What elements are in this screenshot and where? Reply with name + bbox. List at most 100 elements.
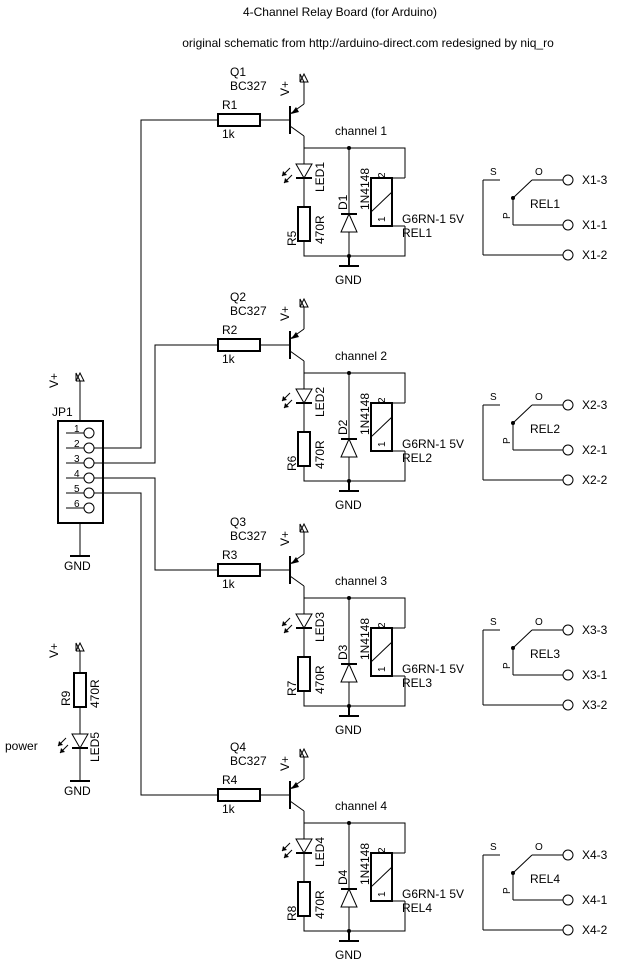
ground-label: GND [335,498,362,512]
power-resistor-value: 470R [88,679,102,708]
base-resistor [217,563,261,577]
power-ground-label: GND [64,784,91,798]
terminal-icon [562,174,574,186]
diode-type: 1N4148 [358,843,372,885]
terminal-icon [562,219,574,231]
base-resistor-name: R4 [222,773,238,787]
base-resistor-name: R2 [222,323,238,337]
relay-name: REL4 [402,901,432,915]
channel-led-icon [295,163,313,180]
channel-led-icon [295,388,313,405]
contact-label: REL1 [530,197,560,211]
terminal-icon [562,924,574,936]
pnp-transistor-icon [289,532,305,598]
power-resistor [73,672,87,708]
supply-symbol [299,522,309,533]
relay-name: REL1 [402,226,432,240]
led-resistor [297,431,311,467]
pin-number: 3 [74,454,80,465]
terminal-icon [562,894,574,906]
channel-led-icon [295,838,313,855]
channel-label: channel 1 [335,124,387,138]
pnp-transistor-icon [289,757,305,823]
contact-s: S [490,392,497,403]
led-resistor-name: R7 [285,680,299,696]
contact-label: REL2 [530,422,560,436]
supply-symbol [299,72,309,83]
contact-o: O [535,842,543,853]
diode-name: D2 [336,419,350,435]
relay-contact [482,179,563,256]
ground-label: GND [335,948,362,962]
contact-o: O [535,617,543,628]
terminal-icon [562,849,574,861]
transistor-supply-label: V+ [278,81,292,96]
coil-pin-bottom: 1 [377,441,388,447]
channel-4: Q4 BC327 V+ R4 1k channel 4 LED4 R8 4 [217,740,608,962]
diode-type: 1N4148 [358,393,372,435]
supply-symbol [299,747,309,758]
base-resistor-value: 1k [222,802,236,816]
contact-p: P [502,662,513,669]
flyback-diode-icon [340,437,358,458]
base-resistor [217,113,261,127]
relay-type: G6RN-1 5V [402,662,464,676]
base-resistor-value: 1k [222,127,236,141]
transistor-name: Q2 [230,290,246,304]
control-wires [94,119,218,796]
relay-contact [482,629,563,706]
pin-number: 2 [74,439,80,450]
terminal-label: X3-2 [582,698,608,712]
schematic-subtitle: original schematic from http://arduino-d… [182,36,554,50]
diode-name: D1 [336,194,350,210]
flyback-diode-icon [340,887,358,908]
led-resistor-value: 470R [313,890,327,919]
diode-name: D4 [336,869,350,885]
led-name: LED2 [313,387,327,417]
coil-pin-bottom: 1 [377,216,388,222]
base-resistor-value: 1k [222,577,236,591]
relay-contact [482,404,563,481]
power-label: power [5,739,38,753]
relay-name: REL2 [402,451,432,465]
diode-name: D3 [336,644,350,660]
terminal-icon [562,699,574,711]
terminal-label: X1-1 [582,218,608,232]
base-resistor [217,338,261,352]
relay-type: G6RN-1 5V [402,212,464,226]
coil-pin-top: 2 [377,397,388,403]
flyback-diode-icon [340,212,358,233]
ground-label: GND [335,723,362,737]
terminal-label: X1-2 [582,248,608,262]
terminal-label: X3-3 [582,623,608,637]
pnp-transistor-icon [289,82,305,148]
contact-s: S [490,617,497,628]
led-name: LED4 [313,837,327,867]
terminal-icon [562,444,574,456]
coil-pin-top: 2 [377,847,388,853]
terminal-label: X4-1 [582,893,608,907]
coil-pin-bottom: 1 [377,891,388,897]
pin-number: 6 [74,499,80,510]
terminal-label: X2-1 [582,443,608,457]
terminal-label: X4-3 [582,848,608,862]
coil-pin-top: 2 [377,172,388,178]
channel-label: channel 2 [335,349,387,363]
led-resistor-value: 470R [313,665,327,694]
pin-number: 4 [74,469,80,480]
relay-contact [482,854,563,931]
channel-led-icon [295,613,313,630]
connector-pins [66,427,95,514]
contact-p: P [502,887,513,894]
power-resistor-name: R9 [59,690,73,706]
relay-type: G6RN-1 5V [402,437,464,451]
relay-type: G6RN-1 5V [402,887,464,901]
relay-name: REL3 [402,676,432,690]
contact-p: P [502,212,513,219]
coil-pin-top: 2 [377,622,388,628]
pin-number: 5 [74,484,80,495]
flyback-diode-icon [340,662,358,683]
power-supply-label: V+ [47,643,61,658]
contact-s: S [490,167,497,178]
transistor-type: BC327 [230,79,267,93]
